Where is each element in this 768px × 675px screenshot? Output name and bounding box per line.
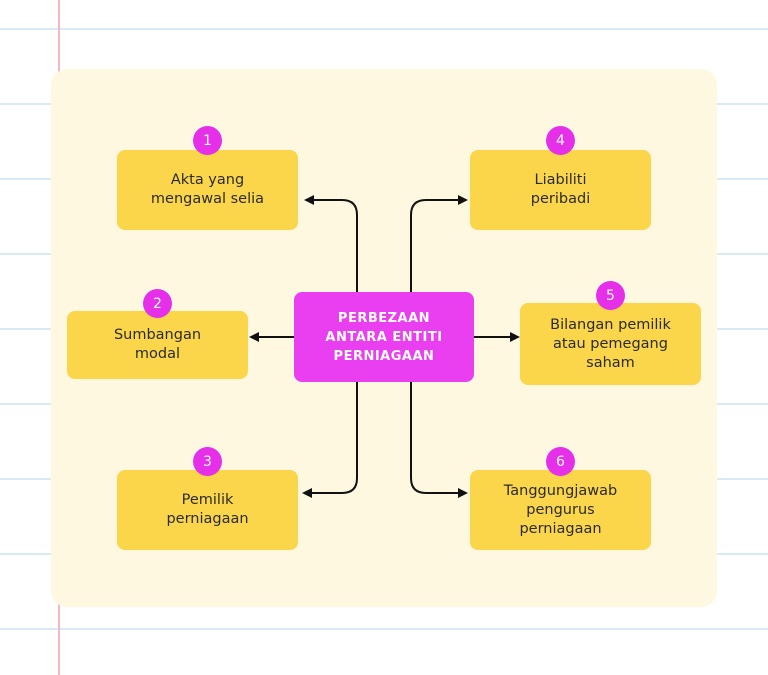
center-node: PERBEZAAN ANTARA ENTITI PERNIAGAAN	[294, 292, 474, 382]
number-badge-6: 6	[546, 447, 575, 476]
ruled-line	[0, 628, 768, 630]
connector-6	[410, 382, 468, 498]
number-badge-3: 3	[193, 447, 222, 476]
item-box-5: Bilangan pemilik atau pemegang saham	[520, 303, 701, 385]
item-box-1: Akta yang mengawal selia	[117, 150, 298, 230]
item-box-2: Sumbangan modal	[67, 311, 248, 379]
connector-1	[304, 195, 358, 292]
connector-3	[302, 382, 358, 498]
item-box-6: Tanggungjawab pengurus perniagaan	[470, 470, 651, 550]
item-box-4: Liabiliti peribadi	[470, 150, 651, 230]
number-badge-5: 5	[596, 281, 625, 310]
item-box-3: Pemilik perniagaan	[117, 470, 298, 550]
number-badge-4: 4	[546, 126, 575, 155]
ruled-line	[0, 28, 768, 30]
number-badge-2: 2	[143, 289, 172, 318]
connector-4	[410, 195, 468, 292]
number-badge-1: 1	[193, 126, 222, 155]
